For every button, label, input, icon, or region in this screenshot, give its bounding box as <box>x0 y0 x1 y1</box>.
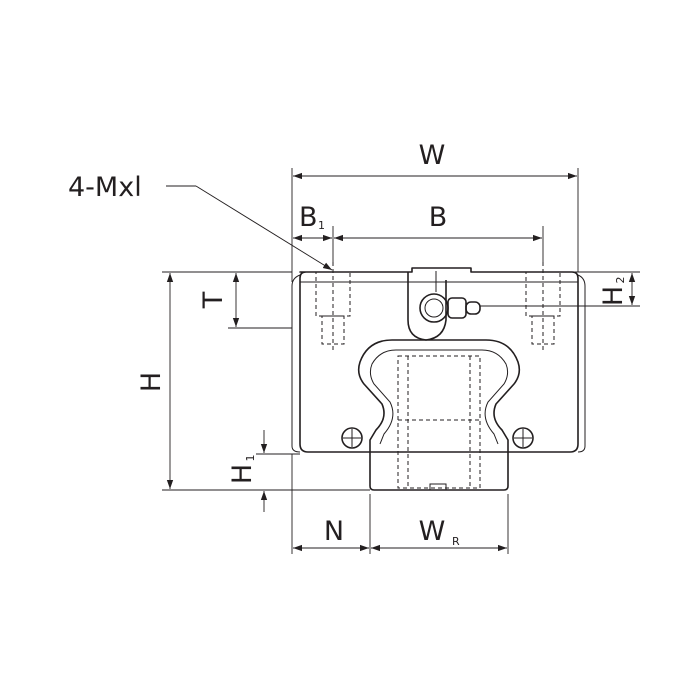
seal-screw-right <box>512 427 534 449</box>
seal-screw-left <box>341 427 363 449</box>
dimension-w: W <box>291 140 579 282</box>
label-h1-subscript: 1 <box>244 455 257 462</box>
label-t: T <box>198 291 229 309</box>
rail <box>369 355 509 491</box>
mounting-hole-left <box>315 262 351 350</box>
dimension-h: H <box>136 271 370 491</box>
label-w: W <box>419 140 446 171</box>
label-h: H <box>136 372 167 392</box>
callout-label: 4-Mxl <box>68 172 142 203</box>
label-wr: W <box>419 516 446 547</box>
dimension-h1: H 1 <box>227 430 300 512</box>
callout-4-mxl: 4-Mxl <box>68 172 333 271</box>
dimension-b1: B 1 <box>293 202 334 262</box>
dimension-n: N <box>291 454 371 554</box>
label-h2-subscript: 2 <box>614 277 627 284</box>
grease-nipple <box>407 271 481 341</box>
label-b: B <box>429 202 448 233</box>
label-h1: H <box>227 464 258 484</box>
label-b1: B <box>299 202 318 233</box>
carriage-block <box>291 267 586 453</box>
label-n: N <box>324 516 344 547</box>
label-b1-subscript: 1 <box>318 219 325 232</box>
label-wr-subscript: R <box>452 535 460 548</box>
rail-channel-outline <box>357 339 521 452</box>
dimension-h2: H 2 <box>480 271 640 307</box>
label-h2: H <box>598 286 629 306</box>
dimension-b: B <box>334 202 544 262</box>
dimension-t: T <box>198 273 292 329</box>
dimension-wr: W R <box>371 494 509 554</box>
